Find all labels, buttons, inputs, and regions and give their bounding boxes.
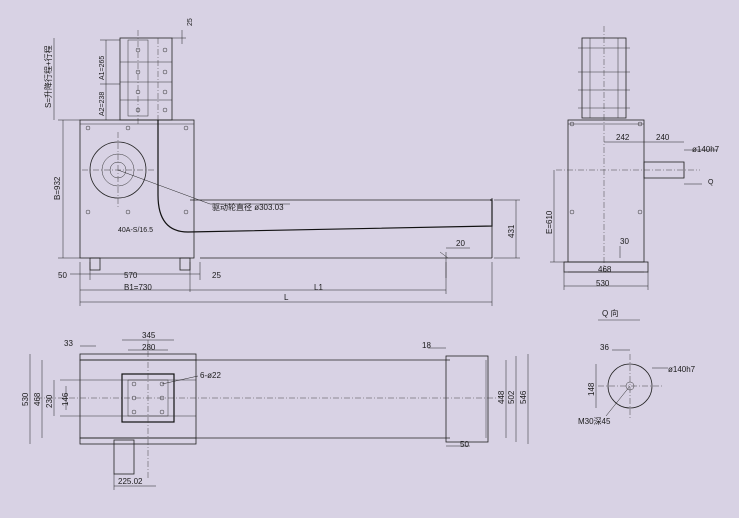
dim-280: 280 (142, 343, 156, 352)
reducer-label: 40A-S/16.5 (118, 227, 153, 234)
dim-242: 242 (616, 133, 630, 142)
front-view: 驱动轮直径 ø303.03 40A-S/16.5 B=932 S=升降行程+行程… (43, 18, 520, 306)
dim-stroke: S=升降行程+行程 (43, 45, 53, 108)
dim-e: E=610 (545, 210, 554, 234)
q-arrow-label: Q (708, 179, 714, 186)
dim-a2: A2=238 (99, 92, 106, 116)
q-view: Q 向 36 ø140h7 148 M30深45 (578, 308, 696, 426)
dim-30: 30 (620, 237, 629, 246)
bolt-label: M30深45 (578, 417, 611, 426)
drive-diameter-label: 驱动轮直径 ø303.03 (212, 202, 284, 212)
dim-p530: 530 (21, 392, 30, 406)
dim-a1: A1=265 (99, 56, 106, 80)
dim-l1: L1 (314, 283, 323, 292)
dim-468: 468 (598, 265, 612, 274)
dim-top-25: 25 (187, 18, 194, 26)
dim-l: L (284, 293, 289, 302)
plan-view: 33 345 280 6-ø22 530 468 230 146 18 448 … (21, 331, 529, 490)
dim-431: 431 (507, 224, 516, 238)
holes-label: 6-ø22 (200, 371, 221, 380)
dim-240: 240 (656, 133, 670, 142)
dim-b1: B1=730 (124, 283, 152, 292)
dim-546: 546 (519, 390, 528, 404)
dim-p50: 50 (460, 440, 469, 449)
dim-50: 50 (58, 271, 67, 280)
dim-25: 25 (212, 271, 221, 280)
dim-shaft-140: ø140h7 (692, 145, 720, 154)
dim-p468: 468 (33, 392, 42, 406)
dim-225: 225.02 (118, 477, 143, 486)
dim-148: 148 (587, 382, 596, 396)
dim-20: 20 (456, 239, 465, 248)
dim-b: B=932 (53, 176, 62, 200)
dim-570: 570 (124, 271, 138, 280)
dim-448: 448 (497, 390, 506, 404)
dim-530: 530 (596, 279, 610, 288)
dim-18: 18 (422, 341, 431, 350)
dim-q36: 36 (600, 343, 609, 352)
dim-345: 345 (142, 331, 156, 340)
dim-33: 33 (64, 339, 73, 348)
dim-q-shaft: ø140h7 (668, 365, 696, 374)
dim-146: 146 (61, 392, 70, 406)
dim-230: 230 (45, 394, 54, 408)
q-view-title: Q 向 (602, 308, 618, 318)
side-view: 242 240 ø140h7 Q E=610 30 468 530 (545, 26, 720, 290)
dim-502: 502 (507, 390, 516, 404)
